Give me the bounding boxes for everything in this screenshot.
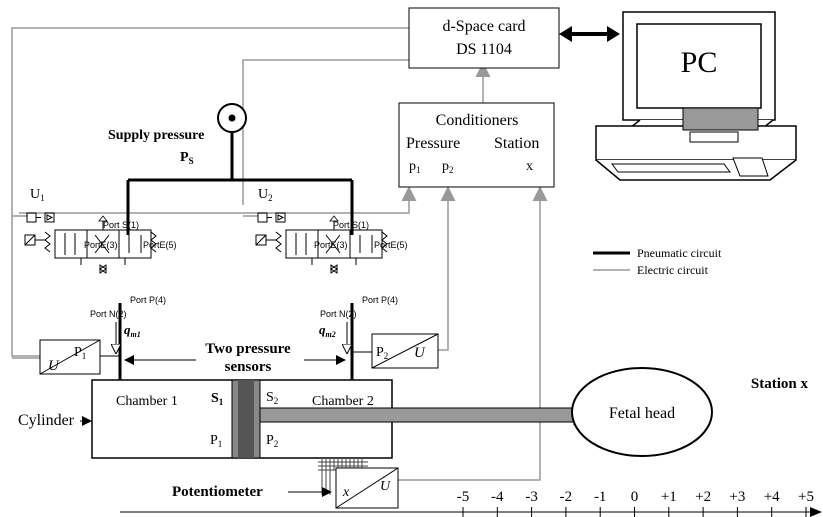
axis-tick-label: +1 — [661, 489, 677, 505]
cond-p1: p1 — [409, 159, 421, 175]
cylinder-p1: P1 — [210, 433, 222, 449]
axis-tick-label: +2 — [695, 489, 711, 505]
cond-pressure-label: Pressure — [406, 135, 460, 152]
sensors-label-line2: sensors — [225, 359, 272, 375]
electric-wiring — [11, 27, 548, 481]
wire-u1 — [11, 27, 409, 357]
valve1-port-e5: PortE(5) — [143, 240, 177, 250]
pressure-sensor-1: U P1 — [39, 339, 120, 375]
link-arrow-right — [607, 26, 620, 42]
legend-electric: Electric circuit — [637, 263, 709, 277]
chamber2-label: Chamber 2 — [312, 394, 374, 409]
fetal-head: Fetal head — [571, 367, 713, 457]
cylinder-rod — [259, 407, 579, 423]
link-arrow-left — [559, 26, 572, 42]
dspace-model: DS 1104 — [456, 41, 512, 58]
potentiometer-u: U — [380, 479, 391, 494]
valve1-port-e3: PortE(3) — [84, 240, 118, 250]
potentiometer-label: Potentiometer — [172, 484, 263, 500]
fetal-head-label: Fetal head — [609, 405, 675, 422]
cylinder-p2: P2 — [266, 433, 278, 449]
station-axis: Station x -5 -4 -3 -2 -1 0 +1 +2 +3 +4 +5 — [120, 376, 822, 517]
axis-tick-label: 0 — [631, 489, 639, 505]
sensor2-u: U — [414, 345, 426, 361]
sensor2-p: P2 — [376, 345, 388, 361]
signal-u2: U2 — [258, 187, 273, 203]
cond-x: x — [526, 159, 533, 174]
flow-q1: qm1 — [124, 322, 141, 339]
valve2-port-p4: Port P(4) — [362, 295, 398, 305]
pressure-sensor-2: P2 U — [352, 333, 439, 369]
supply-pressure-dot — [228, 114, 236, 122]
legend: Pneumatic circuit Electric circuit — [593, 246, 722, 277]
cylinder-s1: S1 — [211, 391, 224, 407]
pc-label: PC — [681, 46, 718, 79]
cond-p2: p2 — [442, 159, 454, 175]
supply-pressure: Supply pressure PS — [108, 103, 247, 166]
chamber1-label: Chamber 1 — [116, 394, 178, 409]
dspace-title: d-Space card — [442, 18, 525, 35]
axis-tick-label: -2 — [560, 489, 573, 505]
cylinder-piston-core — [238, 380, 254, 458]
supply-pressure-label: Supply pressure — [108, 128, 204, 143]
cylinder-label: Cylinder — [18, 412, 75, 429]
valve1-port-s1: Port S(1) — [103, 220, 139, 230]
axis-tick-label: +3 — [729, 489, 745, 505]
wire-sensor2-to-cond — [438, 186, 456, 351]
axis-tick-label: -3 — [525, 489, 538, 505]
axis-arrowhead — [810, 507, 822, 517]
sensors-label-line1: Two pressure — [205, 341, 291, 357]
valve2-port-e5: PortE(5) — [374, 240, 408, 250]
axis-tick-label: -4 — [491, 489, 504, 505]
valve2-port-e3: PortE(3) — [314, 240, 348, 250]
pc-computer: PC — [595, 11, 797, 181]
axis-title: Station x — [751, 376, 809, 392]
supply-pressure-ps: PS — [180, 150, 194, 166]
valve2-port-s1: Port S(1) — [333, 220, 369, 230]
sensor1-u: U — [48, 358, 60, 374]
axis-tick-label: +4 — [764, 489, 780, 505]
conditioners-title: Conditioners — [436, 112, 519, 129]
fetal-head-ellipse — [571, 367, 713, 457]
cond-station-label: Station — [494, 135, 539, 152]
cylinder: Chamber 1 Chamber 2 S1 S2 P1 P2 — [91, 379, 581, 459]
wire-u2 — [242, 59, 409, 205]
wire-sensor1-to-cond — [19, 186, 417, 214]
signal-u1: U1 — [30, 187, 45, 203]
valve2-port-n2: Port N(2) — [320, 309, 357, 319]
axis-tick-label: -5 — [457, 489, 470, 505]
dspace-card: d-Space card DS 1104 — [408, 7, 560, 69]
sensor1-p: P1 — [74, 345, 86, 361]
pneumatic-circuit — [118, 132, 354, 380]
axis-tick-label: +5 — [798, 489, 814, 505]
legend-pneumatic: Pneumatic circuit — [637, 246, 722, 260]
flow-q2: qm2 — [319, 322, 336, 339]
conditioners-block: Conditioners Pressure Station p1 p2 x — [398, 102, 555, 188]
valve1-port-n2: Port N(2) — [90, 309, 127, 319]
potentiometer: x U — [318, 458, 399, 509]
cylinder-s2: S2 — [266, 390, 278, 406]
valve1-port-p4: Port P(4) — [130, 295, 166, 305]
potentiometer-x: x — [342, 485, 350, 500]
wire-pot-to-cond — [398, 186, 548, 481]
axis-tick-label: -1 — [594, 489, 607, 505]
